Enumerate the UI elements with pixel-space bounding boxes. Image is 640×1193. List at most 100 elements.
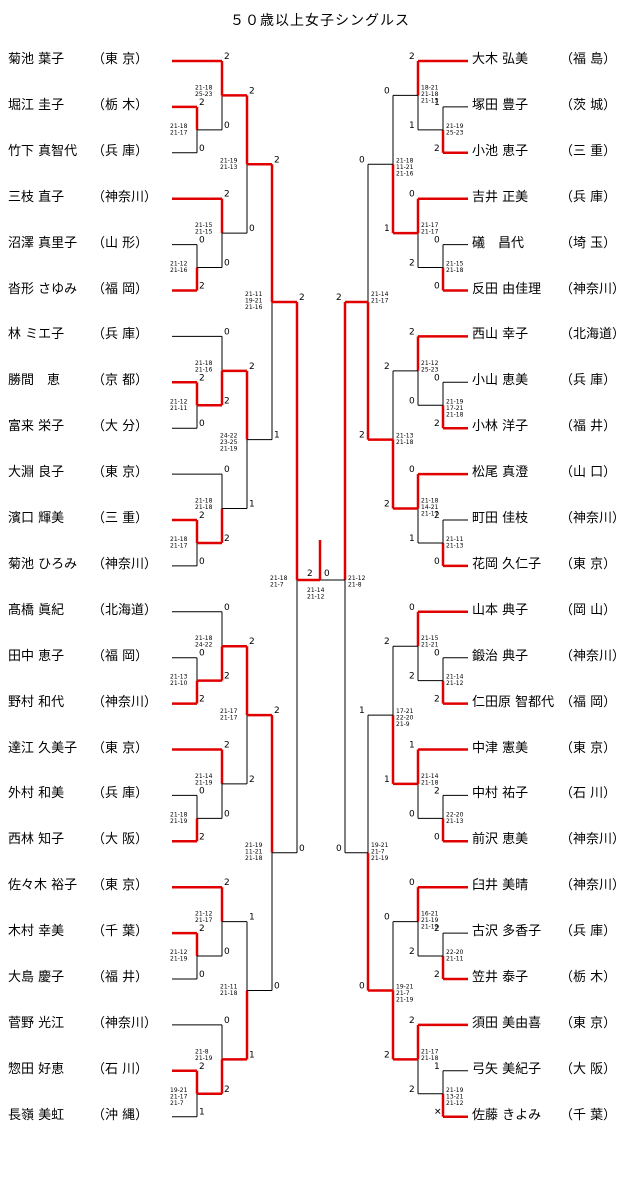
player-pref-left: （兵 庫）	[92, 143, 149, 159]
score-digit: 1	[249, 1050, 255, 1060]
game-score: 11-21	[245, 848, 263, 855]
player-pref-right: （東 京）	[560, 1015, 617, 1031]
game-score: 21-18	[421, 779, 439, 786]
game-score: 19-21	[396, 983, 414, 990]
game-score: 13-21	[446, 1093, 464, 1100]
game-score: 21-12	[348, 575, 366, 582]
score-digit: 0	[324, 569, 330, 579]
player-name-right: 町田 佳枝	[472, 511, 529, 526]
score-digit: 2	[307, 569, 313, 579]
game-score: 21-19	[195, 779, 213, 786]
game-score: 21-17	[170, 129, 188, 136]
score-digit: 0	[409, 809, 415, 819]
game-score: 21-18	[220, 990, 238, 997]
game-score: 21-14	[307, 587, 325, 594]
score-digit: 0	[359, 155, 365, 165]
player-name-right: 大木 弘美	[472, 52, 529, 67]
player-pref-left: （京 都）	[92, 373, 149, 389]
game-score: 21-7	[371, 848, 385, 855]
game-score: 21-18	[195, 498, 213, 505]
score-digit: 2	[409, 947, 415, 957]
player-name-right: 塚田 豊子	[472, 97, 529, 113]
score-digit: 0	[224, 1016, 230, 1026]
player-name-left: 田中 恵子	[8, 648, 65, 664]
game-score: 23-25	[220, 439, 238, 446]
game-score: 21-8	[195, 1048, 209, 1055]
score-digit: 2	[224, 190, 230, 200]
player-pref-right: （山 口）	[560, 465, 617, 481]
player-name-left: 髙橋 眞紀	[8, 602, 65, 618]
game-score: 21-19	[220, 157, 238, 164]
player-name-right: 弓矢 美紀子	[472, 1061, 542, 1077]
score-digit: 2	[409, 327, 415, 337]
game-score: 21-19	[220, 446, 238, 453]
score-digit: 2	[359, 431, 365, 441]
player-name-right: 礒 昌代	[472, 235, 525, 251]
game-score: 21-18	[170, 536, 188, 543]
game-score: 21-19	[245, 842, 263, 849]
game-score: 21-17	[220, 708, 238, 715]
player-name-right: 臼井 美晴	[472, 878, 529, 894]
score-digit: 0	[336, 844, 342, 854]
score-digit: 2	[434, 511, 440, 521]
score-digit: 0	[199, 970, 205, 980]
score-digit: 0	[224, 947, 230, 957]
player-pref-right: （福 島）	[560, 52, 617, 67]
game-score: 21-10	[170, 680, 188, 687]
score-digit: 0	[434, 373, 440, 383]
game-score: 21-12	[307, 594, 325, 601]
player-name-left: 沼澤 真里子	[8, 235, 78, 251]
player-name-left: 沓形 さゆみ	[8, 281, 78, 297]
game-score: 21-15	[421, 635, 439, 642]
game-score: 21-9	[396, 721, 410, 728]
player-pref-right: （大 阪）	[560, 1061, 617, 1077]
player-name-left: 勝間 恵	[8, 373, 61, 389]
game-score: 21-12	[170, 949, 188, 956]
game-score: 21-19	[371, 855, 389, 862]
score-digit: 0	[199, 557, 205, 567]
score-digit: 0	[434, 832, 440, 842]
player-name-left: 濱口 輝美	[8, 511, 65, 526]
player-pref-right: （石 川）	[560, 786, 617, 802]
score-digit: 0	[249, 224, 255, 234]
player-name-left: 菊池 ひろみ	[8, 556, 78, 572]
player-pref-left: （東 京）	[92, 465, 149, 481]
game-score: 21-18	[421, 1055, 439, 1062]
player-pref-left: （栃 木）	[92, 97, 149, 113]
score-digit: 2	[224, 741, 230, 751]
player-name-right: 古沢 多香子	[472, 924, 542, 940]
game-score: 21-8	[348, 582, 362, 589]
game-score: 21-17	[421, 1048, 439, 1055]
player-name-left: 長嶺 美虹	[8, 1107, 65, 1123]
game-score: 21-11	[446, 536, 464, 543]
score-digit: 2	[199, 832, 205, 842]
score-digit: 2	[434, 419, 440, 429]
score-digit: 2	[434, 970, 440, 980]
game-score: 21-13	[220, 164, 238, 171]
game-score: 21-16	[245, 304, 263, 311]
score-digit: ✕	[434, 1108, 442, 1118]
player-pref-left: （大 阪）	[92, 832, 149, 848]
player-pref-left: （北海道）	[92, 602, 158, 618]
player-name-left: 三枝 直子	[8, 189, 65, 205]
player-name-left: 菅野 光江	[8, 1015, 65, 1031]
score-digit: 1	[434, 98, 440, 108]
game-score: 21-18	[170, 123, 188, 130]
game-score: 21-12	[195, 911, 213, 918]
score-digit: 2	[409, 52, 415, 62]
score-digit: 0	[224, 603, 230, 613]
game-score: 21-18	[421, 91, 439, 98]
page-title: ５０歳以上女子シングルス	[230, 13, 410, 29]
score-digit: 0	[409, 396, 415, 406]
score-digit: 2	[434, 144, 440, 154]
player-name-right: 中津 憲美	[472, 740, 529, 756]
score-digit: 1	[434, 1062, 440, 1072]
score-digit: 0	[199, 649, 205, 659]
score-digit: 0	[224, 465, 230, 475]
game-score: 21-7	[396, 990, 410, 997]
player-pref-left: （兵 庫）	[92, 786, 149, 802]
player-pref-right: （東 京）	[560, 556, 617, 572]
score-digit: 2	[199, 924, 205, 934]
game-score: 21-18	[396, 439, 414, 446]
